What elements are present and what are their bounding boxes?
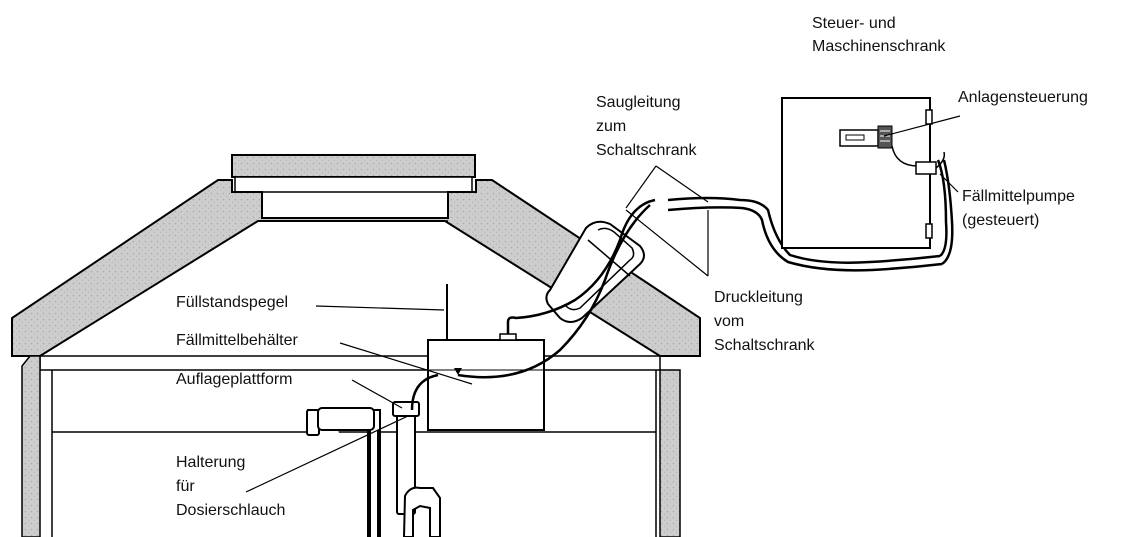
label-holder-line2: für bbox=[176, 478, 195, 495]
label-pump-line1: Fällmittelpumpe bbox=[962, 188, 1075, 205]
overflow-pipe bbox=[306, 407, 381, 537]
label-pump-line2: (gesteuert) bbox=[962, 212, 1040, 229]
label-platform: Auflageplattform bbox=[176, 371, 293, 388]
label-suction-line2: zum bbox=[596, 118, 627, 135]
label-pressure-line2: vom bbox=[714, 313, 745, 330]
suction-and-pressure-lines bbox=[457, 159, 954, 379]
label-suction-line1: Saugleitung bbox=[596, 94, 681, 111]
tank-walls bbox=[21, 355, 681, 537]
label-holder-line1: Halterung bbox=[176, 454, 246, 471]
dosing-hose bbox=[410, 373, 439, 411]
label-pressure-line1: Druckleitung bbox=[714, 289, 803, 306]
label-cabinet-line2: Maschinenschrank bbox=[812, 38, 946, 55]
cone-ring bbox=[39, 355, 661, 371]
label-level-gauge: Füllstandspegel bbox=[176, 294, 289, 311]
label-suction-line3: Schaltschrank bbox=[596, 142, 697, 159]
manhole-lid bbox=[231, 154, 476, 193]
leader-lines bbox=[245, 115, 961, 493]
dosing-container bbox=[427, 333, 545, 431]
label-control: Anlagensteuerung bbox=[958, 89, 1088, 106]
label-holder-line3: Dosierschlauch bbox=[176, 502, 286, 519]
label-container: Fällmittelbehälter bbox=[176, 332, 298, 349]
control-cabinet bbox=[781, 97, 946, 249]
label-cabinet-line1: Steuer- und bbox=[812, 15, 896, 32]
label-pressure-line3: Schaltschrank bbox=[714, 337, 815, 354]
